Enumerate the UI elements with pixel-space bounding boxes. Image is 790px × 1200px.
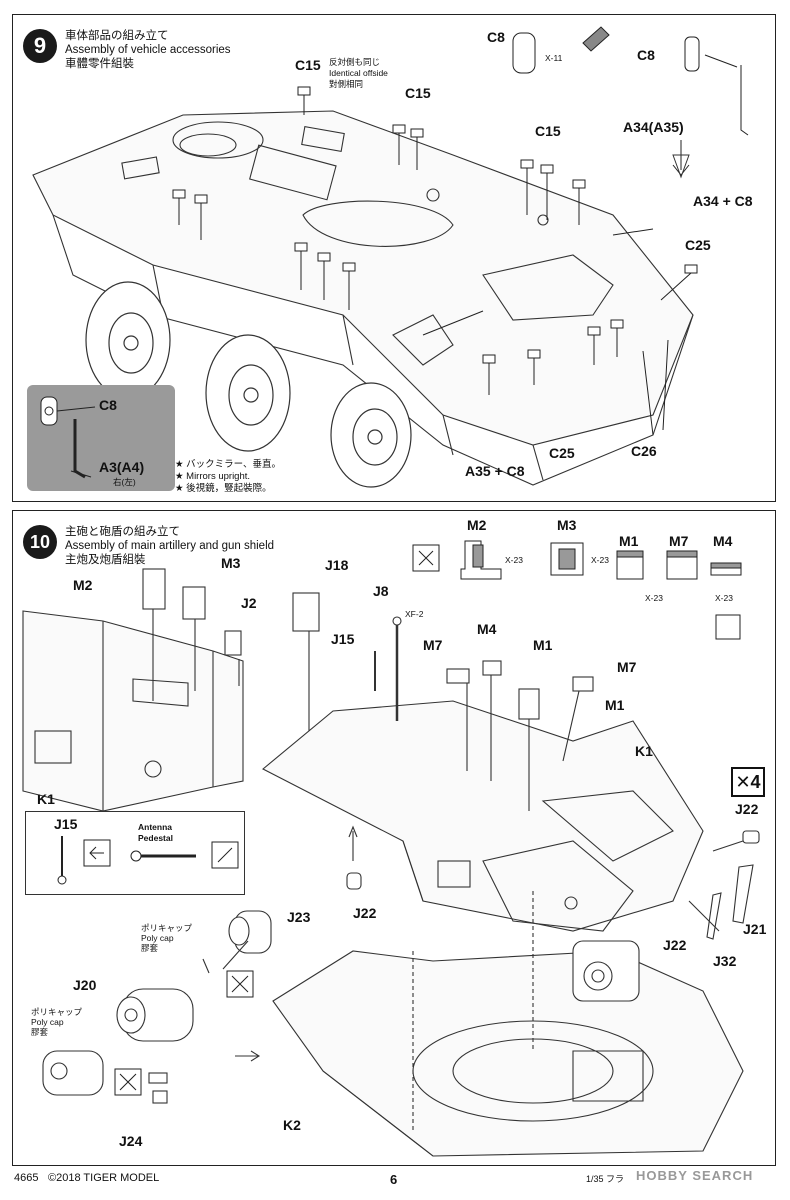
inset-label-a3-a4: A3(A4) (99, 459, 145, 475)
step-10-panel: 10 主砲と砲盾の組み立て Assembly of main artillery… (12, 510, 776, 1166)
label-k1-right: K1 (635, 743, 653, 759)
label-j8: J8 (373, 583, 389, 599)
antenna-detail-inset: J15 Antenna Pedestal (25, 811, 245, 895)
label-j23: J23 (287, 909, 311, 925)
label-c15-a: C15 (295, 57, 321, 73)
label-c15-c: C15 (535, 123, 561, 139)
label-m7-b: M7 (617, 659, 637, 675)
legend-m4: M4 (713, 533, 733, 549)
legend-m2: M2 (467, 517, 487, 533)
label-c25-right: C25 (685, 237, 711, 253)
label-j32: J32 (713, 953, 737, 969)
step-9-panel: 9 車体部品の組み立て Assembly of vehicle accessor… (12, 14, 776, 502)
legend-m3: M3 (557, 517, 577, 533)
polycap-a-en: Poly cap (141, 933, 174, 943)
inset-label-c8: C8 (99, 397, 117, 413)
step-10-number: 10 (23, 525, 57, 559)
legend-m7: M7 (669, 533, 689, 549)
label-m1-a: M1 (533, 637, 553, 653)
label-c26: C26 (631, 443, 657, 459)
legend-x23-c: X-23 (645, 593, 663, 603)
note-jp: ★ バックミラー、垂直。 (175, 459, 282, 470)
vehicle-hull-illustration (32, 26, 749, 488)
label-m7-a: M7 (423, 637, 443, 653)
c15-note-en: Identical offside (329, 68, 388, 78)
label-j24: J24 (119, 1133, 143, 1149)
step-10-title: 主砲と砲盾の組み立て Assembly of main artillery an… (65, 525, 274, 567)
legend-x23-b: X-23 (591, 555, 609, 565)
label-j18: J18 (325, 557, 349, 573)
label-x11: X-11 (545, 53, 563, 63)
label-c8-top-left: C8 (487, 29, 505, 45)
label-m1-b: M1 (605, 697, 625, 713)
note-en: ★ Mirrors upright. (175, 471, 251, 482)
step-10-title-cn: 主炮及炮盾組裝 (65, 554, 146, 566)
label-j22-a: J22 (735, 801, 759, 817)
label-c8-top-right: C8 (637, 47, 655, 63)
label-m4: M4 (477, 621, 497, 637)
page-number: 6 (390, 1172, 398, 1187)
mirror-detail-illustration (40, 396, 96, 479)
label-m3: M3 (221, 555, 241, 571)
polycap-b-en: Poly cap (31, 1017, 64, 1027)
label-j22-c: J22 (663, 937, 687, 953)
step-9-number: 9 (23, 29, 57, 63)
legend-m1: M1 (619, 533, 639, 549)
note-cn: ★ 後視鏡，豎起裝際。 (175, 483, 272, 494)
inset-antenna-2: Pedestal (138, 833, 173, 843)
polycap-a-jp: ポリキャップ (141, 923, 193, 933)
legend-x23-a: X-23 (505, 555, 523, 565)
step-9-title: 車体部品の組み立て Assembly of vehicle accessorie… (65, 29, 231, 71)
mirror-detail-inset: C8 A3(A4) 右(左) (27, 385, 175, 491)
antenna-detail-illustration (57, 836, 239, 885)
step-10-title-en: Assembly of main artillery and gun shiel… (65, 540, 275, 552)
label-m2: M2 (73, 577, 93, 593)
label-j21: J21 (743, 921, 767, 937)
c15-note-jp: 反対側も同じ (329, 57, 381, 67)
legend-x23-d: X-23 (715, 593, 733, 603)
step-9-title-en: Assembly of vehicle accessories (65, 44, 231, 56)
label-xf2: XF-2 (405, 609, 424, 619)
quantity-x4-badge: ✕4 (731, 767, 765, 797)
label-a35-c8: A35 + C8 (465, 463, 525, 479)
polycap-b-cn: 膠套 (31, 1027, 49, 1037)
label-j20: J20 (73, 977, 97, 993)
footer-scale: 1/35 フラ (586, 1174, 625, 1184)
label-k2: K2 (283, 1117, 301, 1133)
label-j22-b: J22 (353, 905, 377, 921)
step-10-title-jp: 主砲と砲盾の組み立て (65, 526, 180, 538)
label-a34-c8: A34 + C8 (693, 193, 753, 209)
label-j15: J15 (331, 631, 355, 647)
label-c15-b: C15 (405, 85, 431, 101)
step-9-title-cn: 車體零件組裝 (65, 58, 134, 70)
label-k1-left: K1 (37, 791, 55, 807)
footer-code: 4665 (14, 1172, 39, 1184)
label-a34-a35: A34(A35) (623, 119, 684, 135)
polycap-a-cn: 膠套 (141, 943, 159, 953)
watermark-text: HOBBY SEARCH (636, 1168, 754, 1183)
label-c25-bottom: C25 (549, 445, 575, 461)
c15-note-cn: 對側相同 (329, 79, 364, 89)
label-j2: J2 (241, 595, 257, 611)
inset-side-note: 右(左) (113, 477, 136, 487)
footer-copyright: ©2018 TIGER MODEL (48, 1172, 160, 1184)
inset-label-j15: J15 (54, 816, 78, 832)
inset-antenna-1: Antenna (138, 822, 172, 832)
step-9-title-jp: 車体部品の組み立て (65, 30, 169, 42)
polycap-b-jp: ポリキャップ (31, 1007, 83, 1017)
